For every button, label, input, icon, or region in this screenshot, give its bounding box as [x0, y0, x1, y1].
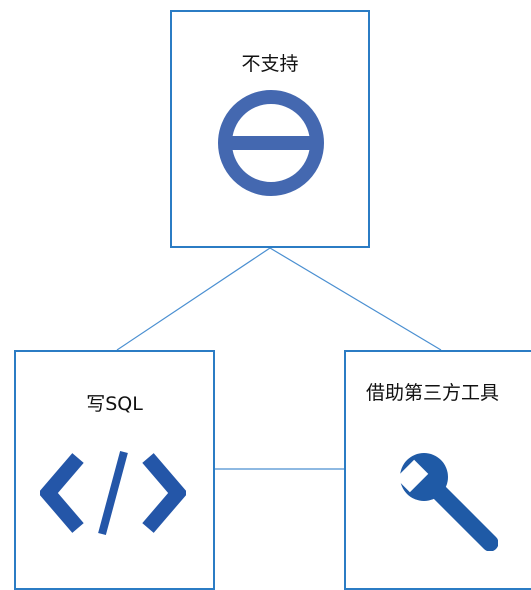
node-not-supported: 不支持	[170, 10, 370, 248]
node-write-sql: 写SQL	[14, 350, 215, 590]
connector-top-to-left	[116, 247, 271, 351]
no-entry-icon	[218, 90, 324, 196]
node-label-not-supported: 不支持	[241, 53, 299, 75]
wrench-icon	[395, 453, 498, 551]
node-label-third-party-tools: 借助第三方工具	[366, 382, 500, 404]
code-icon	[40, 450, 186, 536]
connector-top-to-right	[269, 247, 442, 351]
node-third-party-tools: 借助第三方工具	[344, 350, 531, 590]
node-label-write-sql: 写SQL	[86, 393, 143, 415]
